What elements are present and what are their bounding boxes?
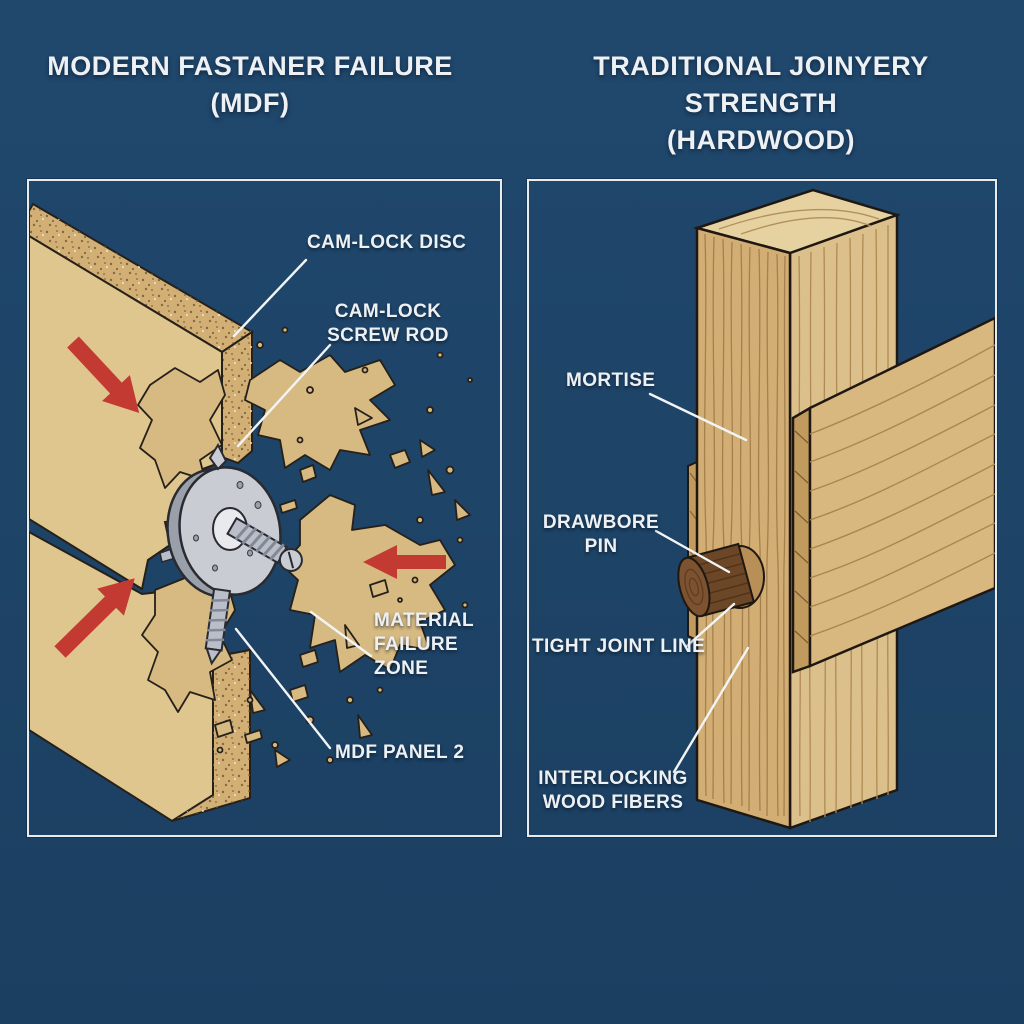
- force-arrow-top: [67, 336, 140, 413]
- leader-drawbore-pin: [654, 529, 731, 574]
- leader-cam-lock-disc: [232, 258, 308, 338]
- label-mortise: MORTISE: [566, 370, 656, 391]
- left-panel-frame: [27, 179, 502, 837]
- drawbore-pin: [677, 542, 765, 618]
- mdf-panel-bottom: [29, 530, 251, 823]
- leader-mdf-panel-2: [234, 627, 332, 750]
- label-drawbore-pin: DRAWBORE PIN: [542, 512, 660, 557]
- cam-lock-disc: [166, 442, 282, 598]
- mdf-failure-illustration: [29, 202, 473, 823]
- right-leader-lines: [648, 392, 750, 774]
- force-arrow-bottom: [54, 578, 135, 658]
- joinery-illustration: [648, 188, 995, 830]
- right-panel-frame: [527, 179, 997, 837]
- leader-material-failure-zone: [309, 610, 373, 658]
- label-tight-joint-line: TIGHT JOINT LINE: [532, 636, 706, 657]
- title-left: MODERN FASTANER FAILURE (MDF): [47, 51, 453, 118]
- leader-mortise: [648, 392, 748, 442]
- leader-tight-joint-line: [685, 602, 736, 648]
- post-front-face: [695, 226, 792, 830]
- label-cam-lock-disc: CAM-LOCK DISC: [307, 232, 467, 253]
- leader-cam-lock-screw-rod: [236, 343, 332, 448]
- force-arrow-right: [363, 545, 446, 579]
- label-cam-lock-screw-rod: CAM-LOCK SCREW ROD: [327, 301, 449, 346]
- label-material-failure-zone: MATERIAL FAILURE ZONE: [374, 610, 474, 679]
- leader-interlocking-fibers: [672, 646, 750, 774]
- title-right: TRADITIONAL JOINYERY STRENGTH (HARDWOOD): [593, 51, 929, 155]
- broken-screw-lower: [204, 587, 232, 666]
- left-leader-lines: [232, 258, 373, 750]
- cam-lock-screw-rod: [226, 516, 303, 572]
- label-mdf-panel-2: MDF PANEL 2: [335, 742, 465, 763]
- rail-member: [791, 316, 995, 674]
- label-interlocking-wood-fibers: INTERLOCKING WOOD FIBERS: [538, 768, 688, 813]
- force-arrows: [54, 336, 446, 658]
